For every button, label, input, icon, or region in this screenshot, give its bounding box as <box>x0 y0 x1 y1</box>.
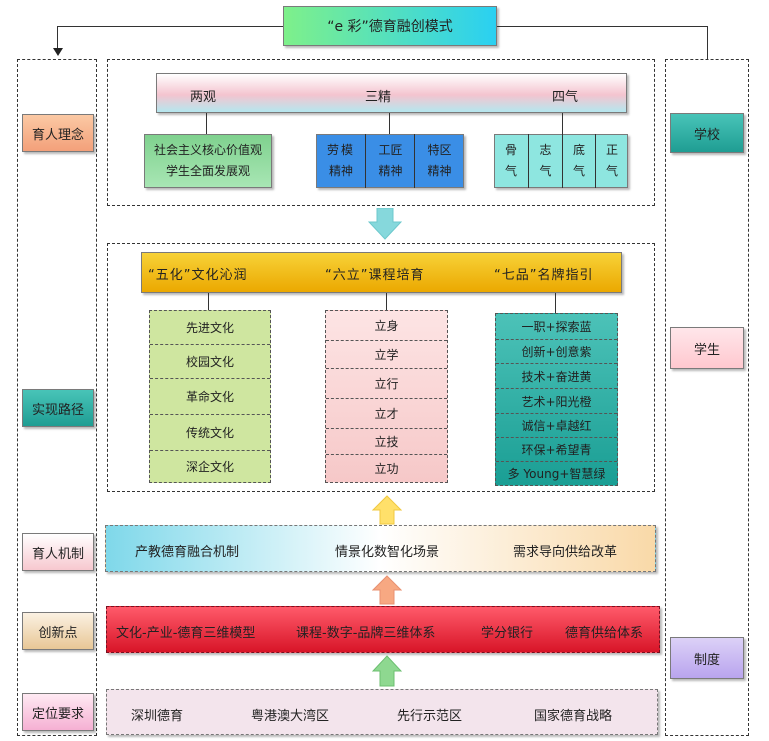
two-views-box: 社会主义核心价值观 学生全面发展观 <box>144 134 272 188</box>
positioning-pilot-zone: 先行示范区 <box>397 709 463 724</box>
culture-shenzhen-enterprise: 深企文化 <box>185 460 234 474</box>
right-label-system: 制度 <box>670 637 744 679</box>
positioning-national-strategy: 国家德育战略 <box>534 709 613 724</box>
arrow-up-innovation-to-mechanism <box>372 575 402 605</box>
concept-header: 两观 三精 四气 <box>156 73 627 113</box>
four-qi-box <box>494 134 628 188</box>
concept-section <box>107 59 655 206</box>
spirit-divider-2 <box>414 134 415 188</box>
title-connector-arrowhead <box>53 48 63 56</box>
right-column <box>665 59 749 736</box>
right-label-school: 学校 <box>670 113 744 153</box>
left-label-education-mechanism: 育人机制 <box>22 533 94 571</box>
left-label-innovation-point: 创新点 <box>22 612 94 650</box>
title-connector-right <box>497 26 707 27</box>
title-connector-right-down <box>707 26 708 59</box>
six-li-list: 立身 立学 立行 立才 立技 立功 <box>325 310 448 483</box>
path-connector-2 <box>386 293 387 310</box>
innovation-3d-model: 文化-产业-德育三维模型 <box>116 626 256 641</box>
qi-confidence: 底 气 <box>572 143 585 178</box>
positioning-greater-bay: 粤港澳大湾区 <box>251 709 330 724</box>
li-skill: 立技 <box>326 429 447 455</box>
concept-connector-1 <box>206 113 207 134</box>
culture-revolutionary: 革命文化 <box>150 379 270 415</box>
title-connector-left <box>57 26 283 27</box>
diagram-title-text: “e 彩”德育融创模式 <box>327 19 453 35</box>
path-header-six-li: “六立”课程培育 <box>325 268 425 283</box>
three-spirits-box <box>316 134 464 188</box>
seven-brand-list: 一职+探索蓝 创新+创意紫 技术+奋进黄 艺术+阳光橙 诚信+卓越红 环保+希望… <box>495 313 618 486</box>
positioning-shenzhen: 深圳德育 <box>131 709 184 724</box>
mechanism-demand-reform: 需求导向供给改革 <box>513 545 618 560</box>
mechanism-bar: 产教德育融合机制 情景化数智化场景 需求导向供给改革 <box>105 525 656 572</box>
mechanism-digital-scenario: 情景化数智化场景 <box>335 545 440 560</box>
five-culture-list: 先进文化 校园文化 革命文化 传统文化 深企文化 <box>149 310 271 483</box>
core-values-text: 社会主义核心价值观 <box>153 143 262 157</box>
left-label-positioning: 定位要求 <box>22 693 94 731</box>
li-merit: 立功 <box>374 462 399 476</box>
spirit-model-worker: 劳模 精神 <box>326 143 355 178</box>
arrow-up-mechanism-to-path <box>372 495 402 525</box>
path-connector-3 <box>555 293 556 313</box>
arrow-up-positioning-to-innovation <box>372 655 402 687</box>
qi-divider-2 <box>562 134 563 188</box>
path-header: “五化”文化沁润 “六立”课程培育 “七品”名牌指引 <box>141 252 622 293</box>
qi-righteousness: 正 气 <box>605 143 618 178</box>
development-view-text: 学生全面发展观 <box>165 164 250 178</box>
brand-sunshine-orange: 艺术+阳光橙 <box>496 389 617 414</box>
path-header-seven-brand: “七品”名牌指引 <box>494 268 594 283</box>
left-label-education-concept: 育人理念 <box>22 114 94 152</box>
positioning-bar: 深圳德育 粤港澳大湾区 先行示范区 国家德育战略 <box>106 689 658 735</box>
mechanism-industry-education: 产教德育融合机制 <box>135 545 240 560</box>
concept-connector-3 <box>562 113 563 134</box>
qi-backbone: 骨 气 <box>504 143 517 178</box>
concept-header-two-views: 两观 <box>190 90 217 105</box>
brand-striving-yellow: 技术+奋进黄 <box>496 364 617 389</box>
title-connector-left-down <box>57 26 58 50</box>
left-column <box>17 59 97 736</box>
concept-header-four-qi: 四气 <box>552 90 579 105</box>
innovation-3d-system: 课程-数字-品牌三维体系 <box>296 626 436 641</box>
right-label-student: 学生 <box>670 327 744 369</box>
diagram-title: “e 彩”德育融创模式 <box>283 6 497 46</box>
brand-exploration-blue: 一职+探索蓝 <box>496 314 617 340</box>
li-conduct: 立行 <box>326 369 447 399</box>
path-connector-1 <box>208 293 209 310</box>
spirit-special-zone: 特区 精神 <box>427 143 452 178</box>
brand-excellence-red: 诚信+卓越红 <box>496 414 617 438</box>
qi-divider-1 <box>528 134 529 188</box>
innovation-bar: 文化-产业-德育三维模型 课程-数字-品牌三维体系 学分银行 德育供给体系 <box>106 606 660 653</box>
left-label-implementation-path: 实现路径 <box>22 389 94 427</box>
innovation-supply-system: 德育供给体系 <box>565 626 644 641</box>
spirit-craftsman: 工匠 精神 <box>378 143 403 178</box>
culture-campus: 校园文化 <box>150 345 270 379</box>
path-header-five-culture: “五化”文化沁润 <box>148 268 248 283</box>
li-talent: 立才 <box>326 399 447 429</box>
arrow-down-concept-to-path <box>368 208 402 240</box>
brand-wisdom-green: 多 Young+智慧绿 <box>507 467 606 481</box>
li-learning: 立学 <box>326 341 447 369</box>
qi-divider-3 <box>595 134 596 188</box>
spirit-divider-1 <box>365 134 366 188</box>
concept-connector-2 <box>389 113 390 134</box>
innovation-credit-bank: 学分银行 <box>481 626 534 641</box>
qi-ambition: 志 气 <box>539 143 552 178</box>
culture-traditional: 传统文化 <box>150 415 270 451</box>
culture-advanced: 先进文化 <box>150 311 270 345</box>
brand-hope-cyan: 环保+希望青 <box>496 438 617 462</box>
brand-creative-purple: 创新+创意紫 <box>496 340 617 364</box>
concept-header-three-spirits: 三精 <box>365 90 392 105</box>
li-self: 立身 <box>326 311 447 341</box>
path-section <box>107 243 655 492</box>
